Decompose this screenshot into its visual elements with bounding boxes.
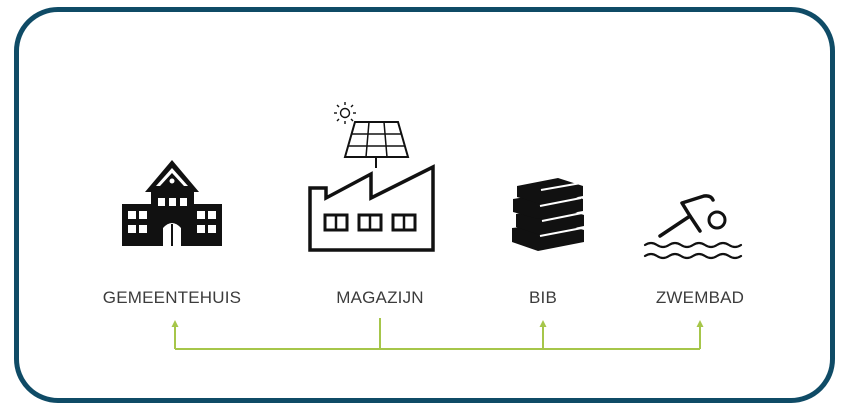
swimmer-icon [643, 194, 743, 260]
solar-panel-icon [343, 121, 410, 168]
town-hall-icon [122, 160, 222, 246]
label-bib: BIB [528, 288, 558, 307]
label-gemeentehuis: GEMEENTEHUIS [102, 288, 242, 307]
sun-icon [334, 102, 356, 124]
arrowhead-bib [539, 320, 547, 327]
arrowhead-gemeentehuis [171, 320, 179, 327]
books-stack-icon [512, 178, 584, 251]
arrowhead-zwembad [696, 320, 704, 327]
label-zwembad: ZWEMBAD [655, 288, 745, 307]
label-magazijn: MAGAZIJN [336, 288, 424, 307]
connector-lines [171, 318, 704, 350]
factory-icon [308, 164, 435, 252]
